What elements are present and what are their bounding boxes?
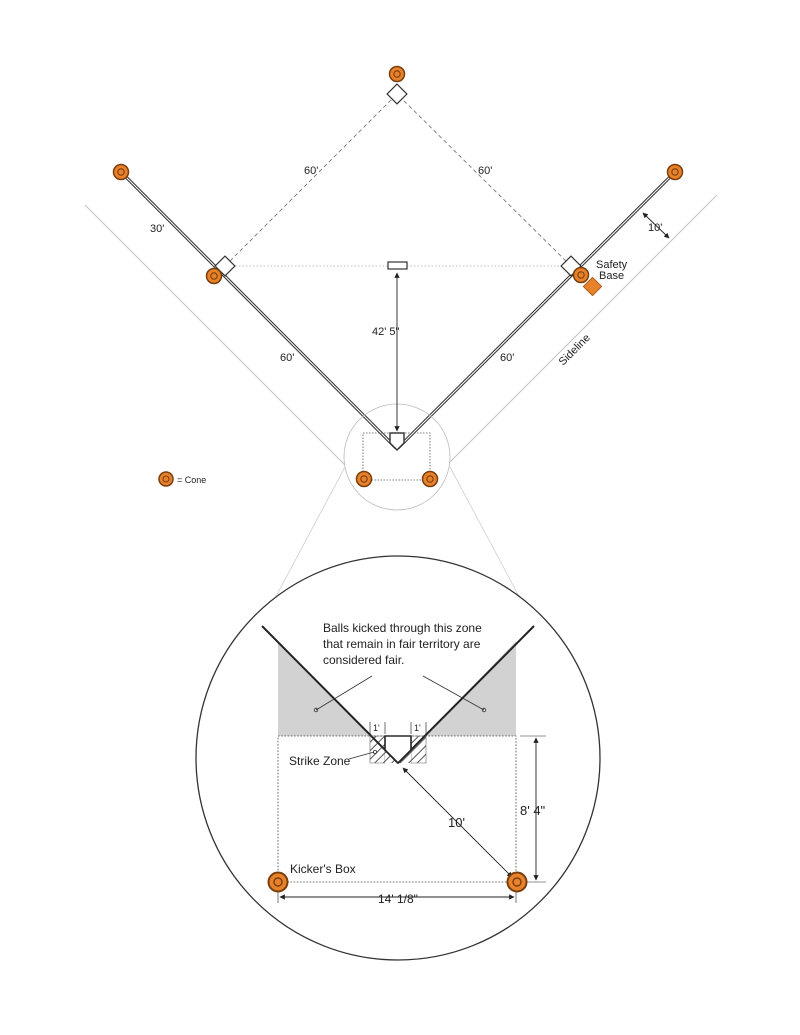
label-safety-base-1: Safety	[596, 259, 628, 271]
strike-zone-right	[410, 735, 427, 764]
cone-left-foul-end	[112, 163, 130, 181]
basepath-third-second	[224, 93, 398, 267]
legend-cone-label: = Cone	[177, 475, 206, 485]
strike-zone-center	[385, 750, 411, 763]
strike-zone-left	[369, 735, 386, 764]
label-safety-base-2: Base	[599, 270, 624, 282]
second-base	[386, 83, 408, 105]
home-plate	[389, 432, 405, 451]
label-third-second: 60'	[304, 165, 318, 177]
callout-leader-left	[315, 675, 373, 711]
inset-right-foul-line	[397, 625, 535, 764]
legend-cone: = Cone	[158, 471, 206, 487]
cone-icon	[158, 471, 174, 487]
label-home-third: 60'	[280, 352, 294, 364]
inset-cone-right	[506, 871, 528, 893]
safety-base	[582, 276, 603, 297]
cone-box-right	[421, 470, 439, 488]
diag-distance-arrow	[402, 767, 513, 878]
label-one-foot-left: 1'	[373, 723, 380, 733]
inset-left-foul-line	[261, 625, 399, 764]
note-line-2: that remain in fair territory are	[323, 637, 481, 651]
label-pitch-distance: 42' 5"	[372, 326, 400, 338]
label-one-foot-right: 1'	[414, 723, 421, 733]
callout-leader-right	[422, 675, 485, 711]
label-sideline-distance: 10'	[648, 222, 662, 234]
cone-third	[205, 267, 223, 285]
kickers-box	[277, 735, 517, 883]
sideline-distance-arrow	[642, 212, 670, 239]
label-foul-extension: 30'	[150, 223, 164, 235]
right-foul-line	[396, 170, 677, 450]
inset-detail: Balls kicked through this zone that rema…	[195, 555, 601, 961]
kicker-box-small	[362, 432, 431, 481]
label-kickers-box: Kicker's Box	[290, 862, 356, 876]
cone-right-foul-end	[666, 163, 684, 181]
cone-second	[388, 65, 406, 83]
label-box-width: 14' 1/8"	[378, 892, 418, 906]
left-sideline	[84, 204, 346, 466]
label-box-depth: 8' 4"	[520, 803, 546, 818]
basepath-first-second	[396, 93, 572, 267]
note-line-3: considered fair.	[323, 653, 404, 667]
strike-zone-leader	[348, 751, 375, 760]
label-first-second: 60'	[478, 165, 492, 177]
cone-first	[572, 266, 590, 284]
label-strike-zone: Strike Zone	[289, 754, 351, 768]
note-line-1: Balls kicked through this zone	[323, 621, 482, 635]
label-diag-distance: 10'	[448, 815, 465, 830]
left-foul-line	[119, 170, 398, 450]
field-overview: 60' 60' 30' 60' 60' 42' 5" 10' Safety Ba…	[84, 65, 718, 511]
cone-box-left	[355, 470, 373, 488]
inset-cone-left	[267, 871, 289, 893]
pitching-rubber	[387, 261, 408, 270]
right-sideline	[449, 194, 718, 463]
label-home-first: 60'	[500, 352, 514, 364]
